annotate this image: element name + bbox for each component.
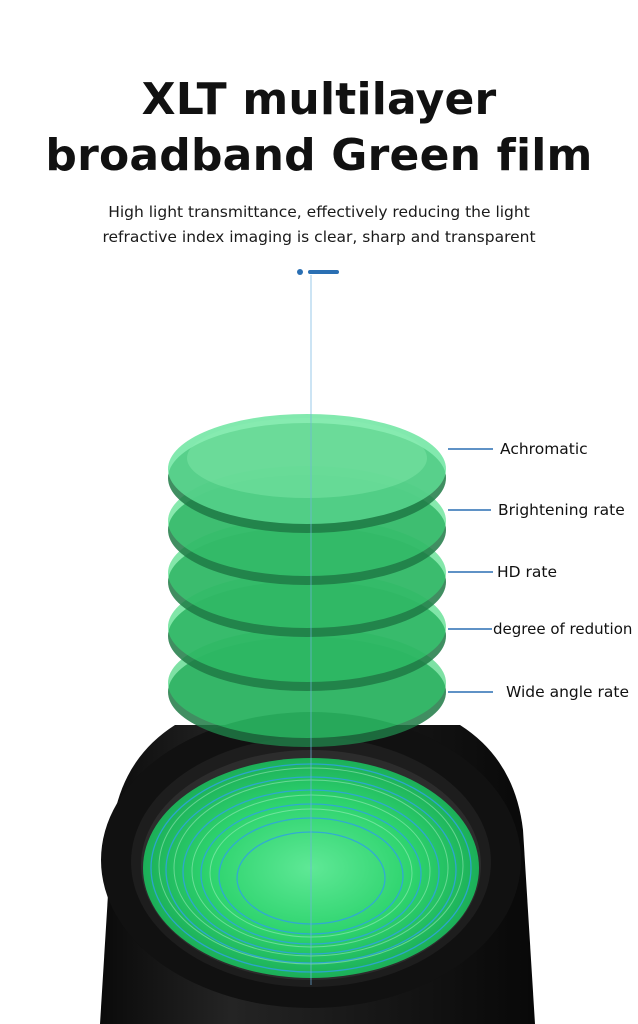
description-line-1: High light transmittance, effectively re…	[108, 203, 530, 221]
callout-degree-of-redution: degree of redution	[493, 620, 633, 638]
callout-lines	[448, 448, 493, 693]
callout-wide-angle-rate: Wide angle rate	[506, 683, 630, 701]
decorative-dot	[297, 269, 303, 275]
page-description: High light transmittance, effectively re…	[0, 200, 638, 250]
title-line-1: XLT multilayer	[141, 74, 497, 125]
title-line-2: broadband Green film	[45, 130, 593, 181]
eyepiece-body	[100, 712, 535, 1024]
callout-achromatic: Achromatic	[500, 440, 588, 458]
decorative-bar	[308, 270, 339, 274]
description-line-2: refractive index imaging is clear, sharp…	[102, 228, 536, 246]
callout-hd-rate: HD rate	[497, 563, 558, 581]
callout-brightening-rate: Brightening rate	[498, 501, 625, 519]
film-layer-1	[168, 414, 446, 533]
page-title: XLT multilayer broadband Green film	[0, 72, 638, 184]
